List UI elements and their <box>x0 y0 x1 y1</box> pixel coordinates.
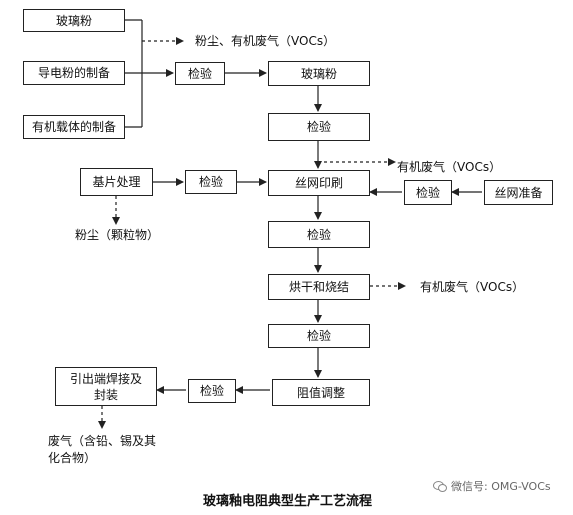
glass-powder-box: 玻璃粉 <box>268 61 370 86</box>
inspect-box-4: 检验 <box>268 221 370 248</box>
inspect-box-1: 检验 <box>175 62 225 85</box>
resistance-trim-box: 阻值调整 <box>272 379 370 406</box>
lead-weld-package-box: 引出端焊接及封装 <box>55 367 157 406</box>
emission-dust-voc-label: 粉尘、有机废气（VOCs） <box>195 34 336 48</box>
substrate-treatment-box: 基片处理 <box>80 168 153 196</box>
diagram-caption: 玻璃釉电阻典型生产工艺流程 <box>203 494 373 509</box>
inspect-box-7: 检验 <box>188 379 236 403</box>
wechat-icon <box>433 481 447 492</box>
watermark-text: 微信号: OMG-VOCs <box>451 480 551 493</box>
inspect-box-2: 检验 <box>268 113 370 141</box>
dry-sinter-box: 烘干和烧结 <box>268 274 370 300</box>
screen-print-box: 丝网印刷 <box>268 170 370 196</box>
emission-voc-sinter-label: 有机废气（VOCs） <box>420 280 525 294</box>
screen-prep-box: 丝网准备 <box>484 180 553 205</box>
glass-powder-raw-box: 玻璃粉 <box>23 9 125 32</box>
emission-voc-print-label: 有机废气（VOCs） <box>397 160 502 174</box>
organic-carrier-box: 有机载体的制备 <box>23 115 125 139</box>
inspect-box-6: 检验 <box>268 324 370 348</box>
conductive-powder-box: 导电粉的制备 <box>23 61 125 85</box>
emission-exhaust-weld-label: 废气（含铅、锡及其化合物） <box>48 434 157 465</box>
inspect-box-3: 检验 <box>185 170 237 194</box>
inspect-box-5: 检验 <box>404 180 452 205</box>
emission-dust-particles-label: 粉尘（颗粒物） <box>75 228 160 242</box>
watermark: 微信号: OMG-VOCs <box>433 478 551 494</box>
